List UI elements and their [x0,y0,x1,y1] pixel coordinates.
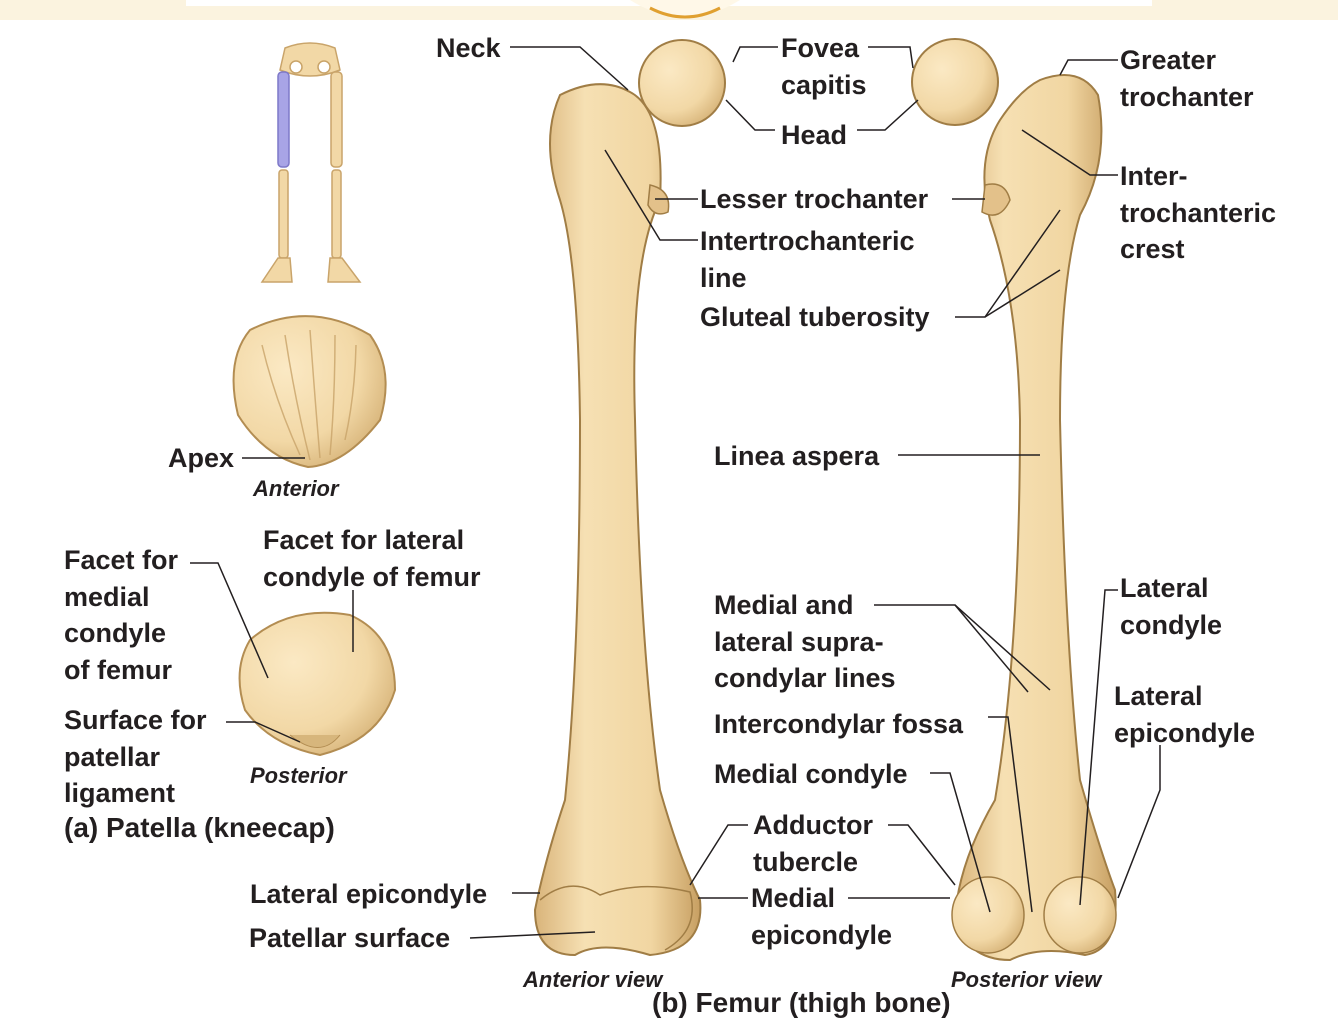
label-adductor-tubercle: Adductor tubercle [753,807,873,880]
patella-anterior-view-label: Anterior [253,476,339,502]
label-apex: Apex [168,440,234,477]
label-lateral-epicondyle-posterior: Lateral epicondyle [1114,678,1255,751]
label-fovea-capitis: Fovea capitis [781,30,867,103]
top-emblem [630,0,740,17]
femur-posterior-view-label: Posterior view [951,967,1101,993]
patella-posterior [240,613,395,755]
label-medial-condyle: Medial condyle [714,756,908,793]
label-intertrochanteric-line: Intertrochanteric line [700,223,915,296]
patella-posterior-view-label: Posterior [250,763,347,789]
femur-anterior-view-label: Anterior view [523,967,662,993]
label-intertrochanteric-crest: Inter- trochanteric crest [1120,158,1276,268]
label-lesser-trochanter: Lesser trochanter [700,181,928,218]
skeleton-thumbnail [262,43,360,282]
femur-anterior [535,40,725,955]
femur-posterior [912,39,1116,960]
patella-anterior [234,316,386,467]
label-facet-medial-condyle: Facet for medial condyle of femur [64,542,178,688]
label-gluteal-tuberosity: Gluteal tuberosity [700,299,930,336]
label-neck: Neck [436,30,501,67]
label-lateral-condyle: Lateral condyle [1120,570,1222,643]
label-head: Head [781,117,847,154]
label-intercondylar-fossa: Intercondylar fossa [714,706,963,743]
label-medial-epicondyle: Medial epicondyle [751,880,892,953]
label-facet-lateral-condyle: Facet for lateral condyle of femur [263,522,481,595]
label-greater-trochanter: Greater trochanter [1120,42,1254,115]
label-patellar-surface: Patellar surface [249,920,450,957]
label-lateral-epicondyle-anterior: Lateral epicondyle [250,876,487,913]
label-linea-aspera: Linea aspera [714,438,879,475]
caption-patella: (a) Patella (kneecap) [64,810,335,847]
label-surface-patellar-ligament: Surface for patellar ligament [64,702,207,812]
label-supracondylar-lines: Medial and lateral supra- condylar lines [714,587,896,697]
caption-femur: (b) Femur (thigh bone) [652,985,951,1022]
